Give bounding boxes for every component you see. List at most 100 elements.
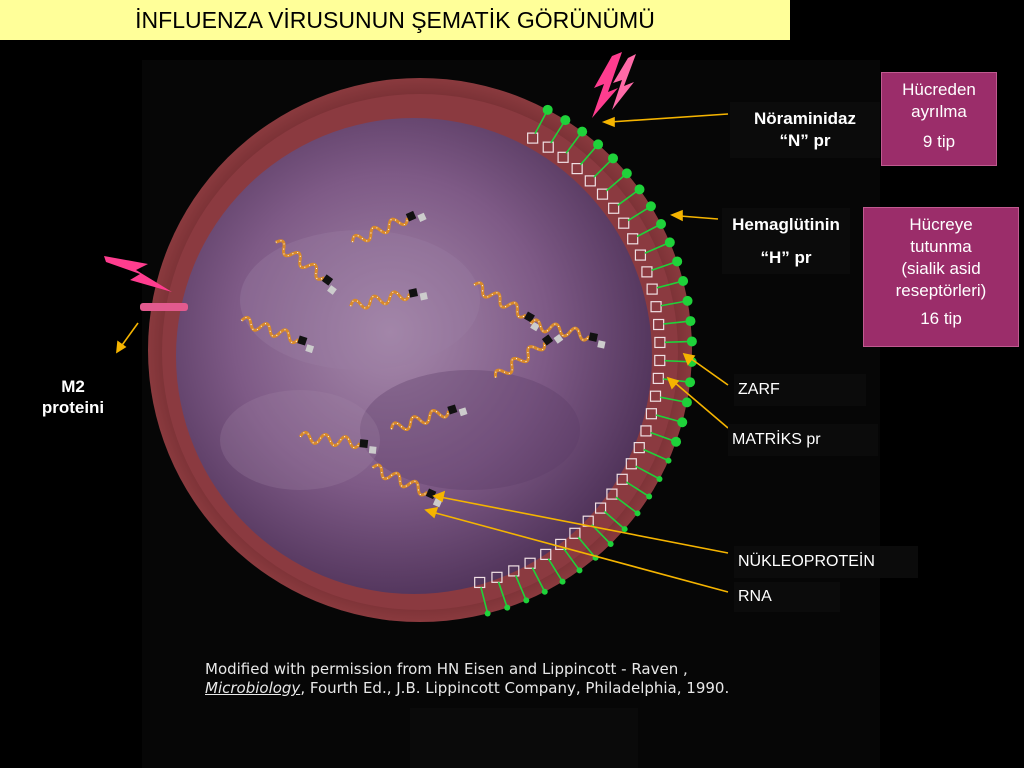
- membrane-square: [618, 217, 630, 229]
- ribonucleoprotein-coil: [298, 430, 377, 454]
- credit-line1: Modified with permission from HN Eisen a…: [205, 660, 688, 678]
- polymerase-square: [368, 446, 377, 454]
- polymerase-square: [458, 407, 468, 417]
- info-detach-line2: ayrılma: [911, 102, 967, 121]
- ribonucleoprotein-coil: [389, 404, 468, 431]
- spike-head: [542, 104, 553, 115]
- lightning-icon-top-2: [612, 54, 636, 110]
- nucleoprotein-strand: [298, 430, 362, 450]
- info-detach-line3: 9 tip: [922, 132, 956, 151]
- membrane-square: [555, 538, 567, 551]
- spike-stalk: [615, 496, 638, 514]
- core-texture: [360, 370, 580, 490]
- membrane-square: [571, 162, 583, 175]
- membrane-square: [608, 202, 620, 214]
- spike-head: [685, 377, 696, 388]
- membrane-square: [653, 318, 665, 331]
- polymerase-square: [530, 321, 540, 332]
- m2-label-line2: proteini: [41, 398, 105, 417]
- polymerase-square: [405, 210, 417, 222]
- spike-stalk: [531, 567, 546, 593]
- spike-stalk: [643, 448, 669, 462]
- m2-protein-channel: [140, 303, 188, 311]
- polymerase-square: [359, 439, 369, 448]
- info-box-detach: Hücreden ayrılma 9 tip: [881, 72, 997, 166]
- viral-core: [176, 118, 652, 594]
- spike-head: [678, 275, 689, 286]
- spike-head: [621, 526, 628, 533]
- spike-head: [671, 436, 682, 447]
- membrane-square: [640, 425, 652, 437]
- membrane-square: [650, 301, 662, 313]
- spike-head: [484, 610, 491, 617]
- lightning-icon-top: [592, 52, 622, 118]
- noraminidaz-label: Nöraminidaz “N” pr: [730, 102, 880, 158]
- nucleoprotein-strand: [240, 315, 300, 345]
- ribonucleoprotein-coil: [473, 281, 540, 332]
- spike-head: [577, 126, 588, 137]
- spike-head: [523, 597, 530, 604]
- spike-stalk: [577, 536, 597, 559]
- nukleoprotein-label: NÜKLEOPROTEİN: [734, 546, 918, 578]
- info-attach-line3: (sialik asid: [901, 259, 981, 278]
- membrane-square: [474, 576, 486, 589]
- lightning-icon-left: [104, 256, 172, 292]
- membrane-square: [652, 372, 664, 385]
- membrane-square: [527, 132, 539, 144]
- membrane-square: [557, 151, 569, 163]
- membrane-square: [627, 233, 639, 245]
- spike-stalk: [625, 481, 650, 498]
- noraminidaz-label-line1: Nöraminidaz: [753, 109, 857, 128]
- spike-head: [593, 139, 604, 150]
- credit-line2-rest: , Fourth Ed., J.B. Lippincott Company, P…: [300, 679, 730, 697]
- spike-head: [541, 588, 548, 595]
- spike-stalk: [635, 465, 660, 480]
- ribonucleoprotein-coil: [529, 318, 606, 349]
- membrane-square: [524, 557, 536, 569]
- spike-stalk: [497, 581, 508, 608]
- polymerase-square: [417, 212, 427, 222]
- membrane-square: [569, 527, 581, 539]
- noraminidaz-label-line2: “N” pr: [779, 131, 831, 150]
- membrane-square: [594, 502, 607, 514]
- membrane-square: [654, 336, 666, 349]
- info-attach-line1: Hücreye: [909, 215, 973, 234]
- info-detach-line1: Hücreden: [902, 80, 976, 99]
- spike-stalk: [480, 587, 489, 614]
- membrane-square: [625, 458, 637, 470]
- membrane-square: [584, 175, 596, 187]
- spike-head: [672, 256, 683, 267]
- info-attach-line2: tutunma: [910, 237, 972, 256]
- polymerase-square: [408, 288, 419, 298]
- ribonucleoprotein-coil: [351, 210, 427, 243]
- nucleoprotein-strand: [275, 239, 325, 281]
- spike-head: [656, 218, 667, 229]
- polymerase-square: [419, 292, 428, 301]
- polymerase-square: [327, 285, 337, 295]
- polymerase-square: [305, 344, 315, 354]
- nucleoprotein-strand: [389, 409, 451, 431]
- membrane-square: [646, 283, 658, 295]
- ribonucleoprotein-coil: [493, 333, 564, 378]
- polymerase-square: [597, 340, 606, 349]
- membrane-square: [645, 408, 657, 420]
- core-texture: [240, 230, 480, 370]
- membrane-square: [491, 571, 503, 583]
- spike-head: [646, 493, 653, 500]
- spike-head: [681, 397, 692, 408]
- ribonucleoprotein-coils: [240, 210, 606, 508]
- m2-label: M2 proteini: [30, 376, 116, 418]
- info-attach-line4: reseptörleri): [895, 281, 987, 300]
- nucleoprotein-strand: [349, 290, 411, 310]
- spike-head: [645, 201, 656, 212]
- hemaglutinin-label: Hemaglütinin “H” pr: [722, 208, 850, 274]
- nucleoprotein-strand: [473, 281, 527, 319]
- membrane-square: [641, 266, 653, 278]
- nucleoprotein-strand: [529, 318, 591, 342]
- spike-stalk: [603, 510, 626, 530]
- spike-head: [686, 336, 697, 347]
- surface-spikes: [474, 104, 697, 617]
- spike-head: [664, 237, 675, 248]
- hemaglutinin-label-line1: Hemaglütinin: [732, 215, 840, 234]
